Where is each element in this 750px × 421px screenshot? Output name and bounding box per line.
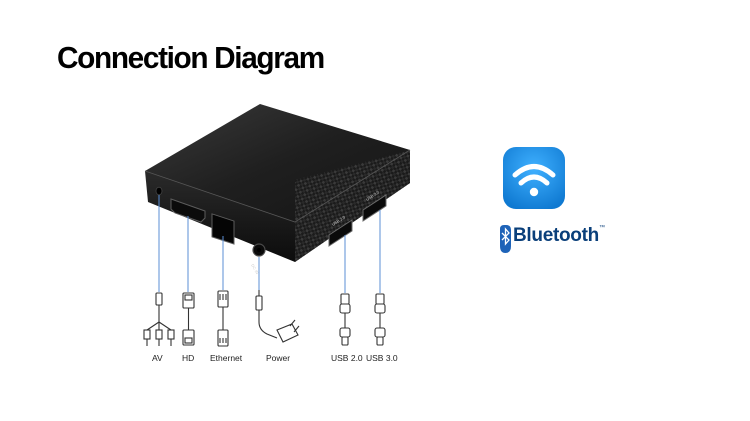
bluetooth-wordmark: Bluetooth™ <box>513 225 605 247</box>
port-label-ethernet: Ethernet <box>210 353 243 363</box>
usb2-cable-icon <box>339 293 351 346</box>
dc-in-label: DC IN <box>250 263 260 275</box>
usb3-cable-icon <box>374 293 386 346</box>
carbon-fiber-panel <box>295 150 410 262</box>
device-top-face <box>145 104 410 222</box>
hdmi-port <box>170 198 206 223</box>
ethernet-cable-icon <box>217 290 229 347</box>
power-adapter-icon <box>255 290 300 343</box>
page-title: Connection Diagram <box>57 40 325 75</box>
port-label-hd: HD <box>182 353 194 363</box>
bluetooth-trademark: ™ <box>598 225 605 231</box>
port-label-power: Power <box>266 353 290 363</box>
port-label-usb3: USB 3.0 <box>366 353 398 363</box>
bluetooth-logo-icon <box>500 225 511 253</box>
wifi-icon <box>503 147 565 209</box>
av-port <box>155 186 163 196</box>
tv-box-device: DC IN USB 2.0 USB 3.0 <box>144 104 411 275</box>
bluetooth-label: Bluetooth <box>513 225 599 246</box>
hdmi-cable-icon <box>182 292 195 346</box>
guide-lines <box>158 195 381 293</box>
av-cable-icon <box>143 292 175 346</box>
port-label-av: AV <box>152 353 163 363</box>
port-label-usb2: USB 2.0 <box>331 353 363 363</box>
usb3-port <box>362 194 387 222</box>
usb2-port <box>328 219 353 247</box>
